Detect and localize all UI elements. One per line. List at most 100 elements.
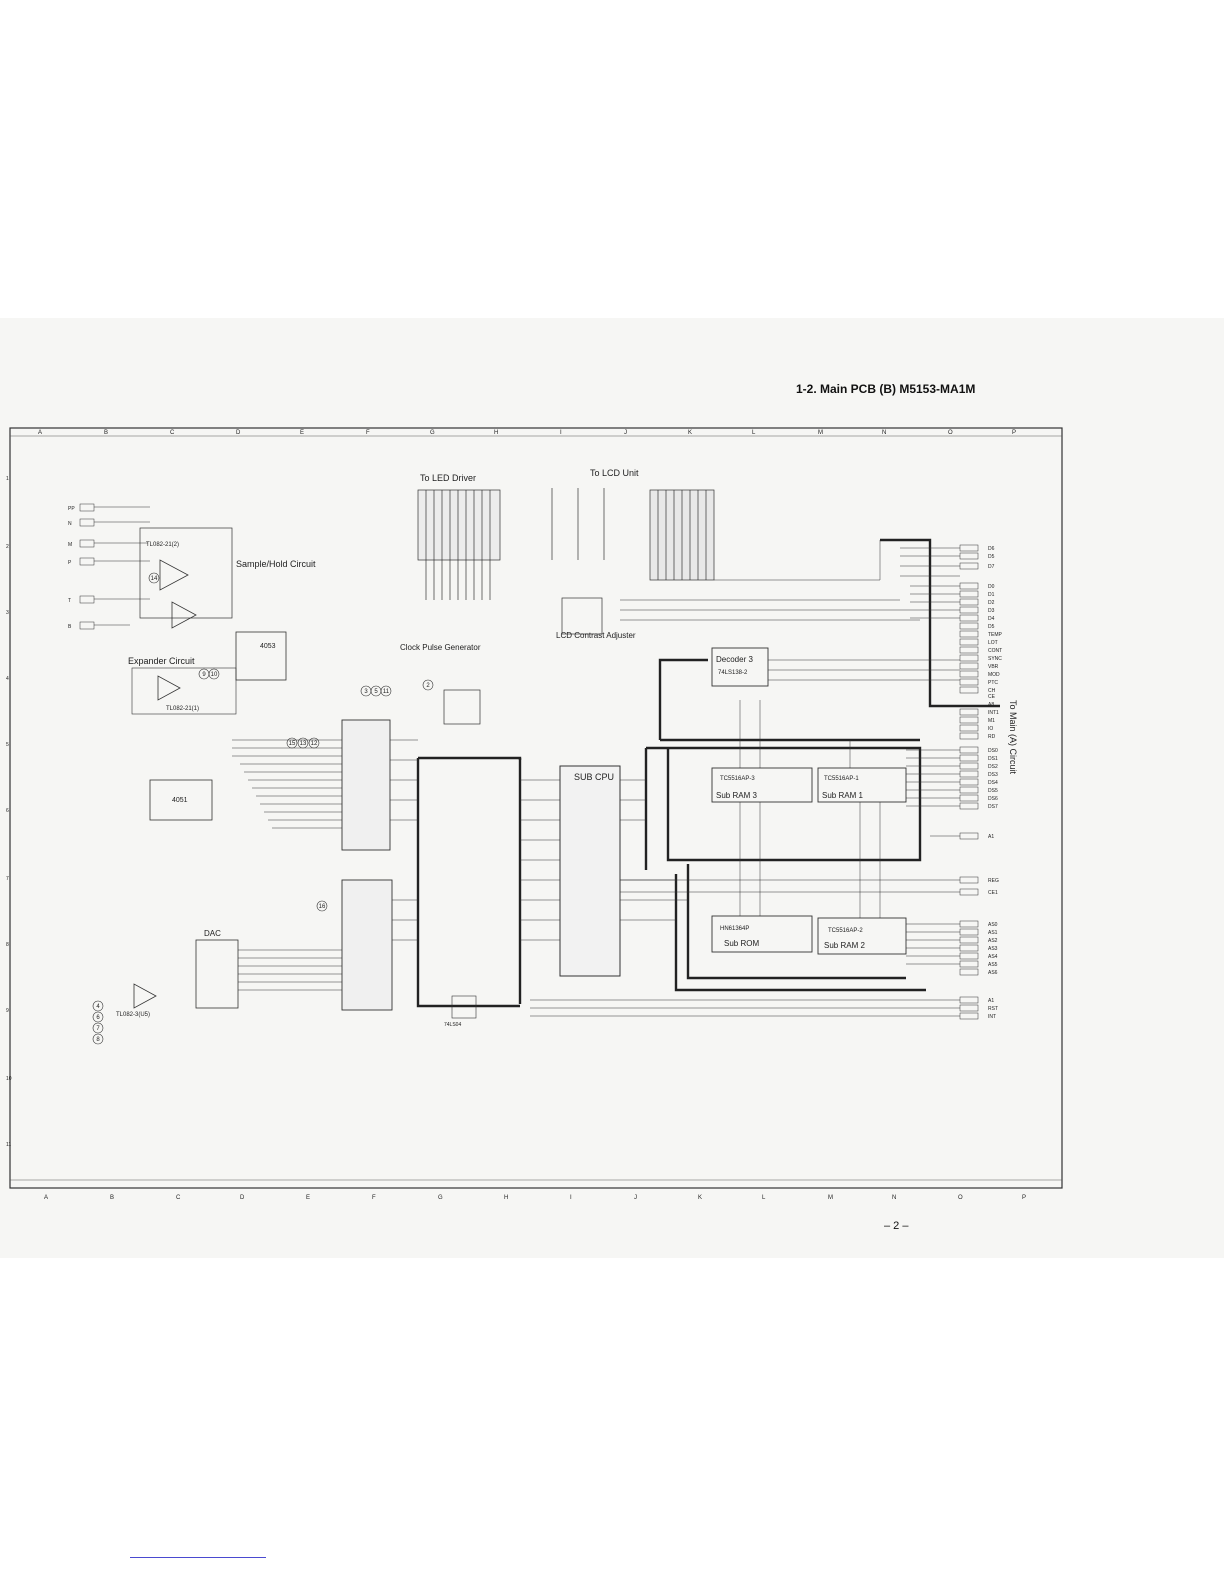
schematic-drawing: A B C D E F G H I J K L M N O P A B C D …: [6, 427, 1063, 1201]
signal-label: DS6: [988, 796, 998, 802]
expander-label: Expander Circuit: [128, 656, 195, 666]
ic-4051-label: 4051: [172, 797, 188, 804]
col-letter: N: [882, 430, 886, 436]
col-letter: J: [624, 430, 627, 436]
circled-number: 10: [211, 672, 218, 678]
opamp3-label: TL082-3(U5): [116, 1012, 150, 1018]
circled-number: 8: [96, 1037, 100, 1043]
signal-label: AS5: [988, 962, 998, 968]
signal-label: AS0: [988, 922, 998, 928]
sub-rom-label: Sub ROM: [724, 939, 759, 948]
sub-ram3-label: Sub RAM 3: [716, 791, 757, 800]
sub-ram1-part: TC5516AP-1: [824, 776, 859, 782]
sub-ram2-label: Sub RAM 2: [824, 941, 865, 950]
row-number: 8: [6, 942, 9, 948]
col-letter: L: [762, 1195, 766, 1201]
col-letter: L: [752, 430, 756, 436]
opamp2-label: TL082-21(2): [146, 542, 179, 548]
signal-label: D7: [988, 564, 995, 570]
input-label: P: [68, 560, 72, 566]
page-title: 1-2. Main PCB (B) M5153-MA1M: [796, 382, 976, 396]
signal-label: A1: [988, 834, 994, 840]
signal-label: D4: [988, 616, 995, 622]
signal-label: DS2: [988, 764, 998, 770]
col-letter: P: [1022, 1195, 1026, 1201]
signal-label: DS5: [988, 788, 998, 794]
col-letter: K: [688, 430, 692, 436]
row-numbers: 1 2 3 4 5 6 7 8 9 10 11: [6, 476, 12, 1148]
col-letter: H: [504, 1195, 508, 1201]
column-letters-bottom: A B C D E F G H I J K L M N O P: [44, 1195, 1026, 1201]
led-driver-label: To LED Driver: [420, 473, 476, 483]
input-label: M: [68, 542, 72, 548]
schematic-sheet: A B C D E F G H I J K L M N O P A B C D …: [0, 318, 1224, 1258]
signal-label: D2: [988, 600, 995, 606]
left-inputs: PP N M P T B: [68, 503, 150, 630]
col-letter: M: [818, 430, 823, 436]
col-letter: D: [240, 1195, 245, 1201]
input-label: T: [68, 598, 71, 604]
opamp1-label: TL082-21(1): [166, 706, 199, 712]
signal-label: AS6: [988, 970, 998, 976]
signal-label: DS1: [988, 756, 998, 762]
signal-label: AS3: [988, 946, 998, 952]
circled-number: 9: [202, 672, 206, 678]
sample-hold-label: Sample/Hold Circuit: [236, 559, 316, 569]
input-label: N: [68, 521, 72, 527]
signal-label: AS2: [988, 938, 998, 944]
lcd-unit-label: To LCD Unit: [590, 468, 639, 478]
signal-label: D5: [988, 554, 995, 560]
col-letter: B: [104, 430, 108, 436]
signal-label: A1: [988, 998, 994, 1004]
signal-label: A8: [988, 702, 994, 708]
col-letter: A: [38, 430, 42, 436]
sub-rom-part: HN61364P: [720, 926, 749, 932]
signal-label: AS1: [988, 930, 998, 936]
signal-label: DS3: [988, 772, 998, 778]
decoder-part: 74LS138-2: [718, 670, 748, 676]
signal-label: REG: [988, 878, 999, 884]
circled-number: 11: [383, 689, 390, 695]
circled-number: 6: [96, 1015, 100, 1021]
row-number: 3: [6, 610, 9, 616]
circled-markers: 14 9 10 3 5 11 2 15 13 12 16 4 6 7 8: [92, 572, 434, 1045]
circled-number: 16: [319, 904, 326, 910]
col-letter: K: [698, 1195, 702, 1201]
signal-label: RST: [988, 1006, 998, 1012]
ic-4053-label: 4053: [260, 643, 276, 650]
col-letter: C: [170, 430, 175, 436]
row-number: 7: [6, 876, 9, 882]
signal-label: INT1: [988, 710, 999, 716]
signal-label: IO: [988, 726, 993, 732]
sub-ram2-part: TC5516AP-2: [828, 928, 863, 934]
row-number: 4: [6, 676, 9, 682]
signal-label: D5: [988, 624, 995, 630]
signal-label: D1: [988, 592, 995, 598]
signal-label: INT: [988, 1014, 996, 1020]
col-letter: F: [366, 430, 370, 436]
col-letter: E: [300, 430, 304, 436]
row-number: 1: [6, 476, 9, 482]
col-letter: P: [1012, 430, 1016, 436]
main-a-label: To Main (A) Circuit: [1008, 700, 1018, 775]
lcd-unit-connector: [551, 488, 715, 581]
col-letter: D: [236, 430, 241, 436]
col-letter: G: [438, 1195, 443, 1201]
col-letter: C: [176, 1195, 181, 1201]
row-number: 6: [6, 808, 9, 814]
clock-label: Clock Pulse Generator: [400, 643, 481, 652]
lcd-contrast-label: LCD Contrast Adjuster: [556, 631, 636, 640]
decoder-label: Decoder 3: [716, 655, 753, 664]
circled-number: 12: [311, 741, 318, 747]
col-letter: O: [948, 430, 953, 436]
signal-label: CH: [988, 688, 996, 694]
col-letter: O: [958, 1195, 963, 1201]
input-label: B: [68, 624, 72, 630]
col-letter: H: [494, 430, 498, 436]
col-letter: B: [110, 1195, 114, 1201]
signal-label: D3: [988, 608, 995, 614]
col-letter: F: [372, 1195, 376, 1201]
row-number: 9: [6, 1008, 9, 1014]
circled-number: 4: [96, 1004, 100, 1010]
circled-number: 14: [151, 576, 158, 582]
